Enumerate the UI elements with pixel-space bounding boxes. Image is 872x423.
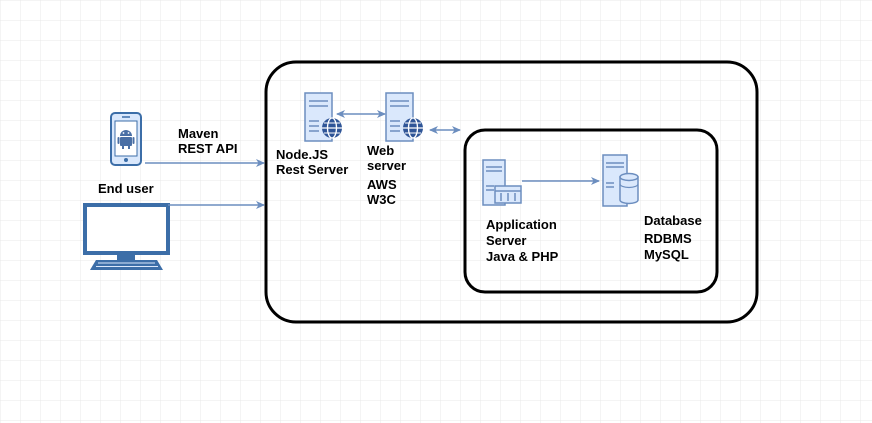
database-label-line: MySQL: [644, 247, 689, 262]
database-label: Database RDBMS MySQL: [644, 213, 705, 262]
web-server-label-line: Web: [367, 143, 394, 158]
app-server-label-line: Application: [486, 217, 557, 232]
node-server-label-line: Node.JS: [276, 147, 328, 162]
application-server-icon: [482, 159, 522, 206]
web-server-icon: [304, 92, 342, 142]
mobile-label-line: REST API: [178, 141, 237, 156]
mobile-label: Maven REST API: [178, 126, 237, 156]
node-server-label-line: Rest Server: [276, 162, 348, 177]
end-user-label: End user: [98, 181, 154, 196]
web-server-icon: [385, 92, 423, 142]
mobile-label-line: Maven: [178, 126, 219, 141]
web-server-label: Web server AWS W3C: [367, 143, 410, 207]
inner-container: [463, 128, 719, 294]
web-server-label-line: AWS: [367, 177, 397, 192]
database-label-line: RDBMS: [644, 231, 692, 246]
database-label-line: Database: [644, 213, 702, 228]
web-server-label-line: server: [367, 158, 406, 173]
web-server-label-line: W3C: [367, 192, 397, 207]
outer-container: [264, 60, 759, 324]
node-server-label: Node.JS Rest Server: [276, 147, 348, 177]
android-phone-icon: [110, 112, 142, 166]
app-server-label-line: Java & PHP: [486, 249, 559, 264]
database-server-icon: [602, 154, 639, 207]
desktop-computer-icon: [83, 203, 170, 270]
app-server-label-line: Server: [486, 233, 526, 248]
end-user-label-line: End user: [98, 181, 154, 196]
app-server-label: Application Server Java & PHP: [486, 217, 560, 264]
